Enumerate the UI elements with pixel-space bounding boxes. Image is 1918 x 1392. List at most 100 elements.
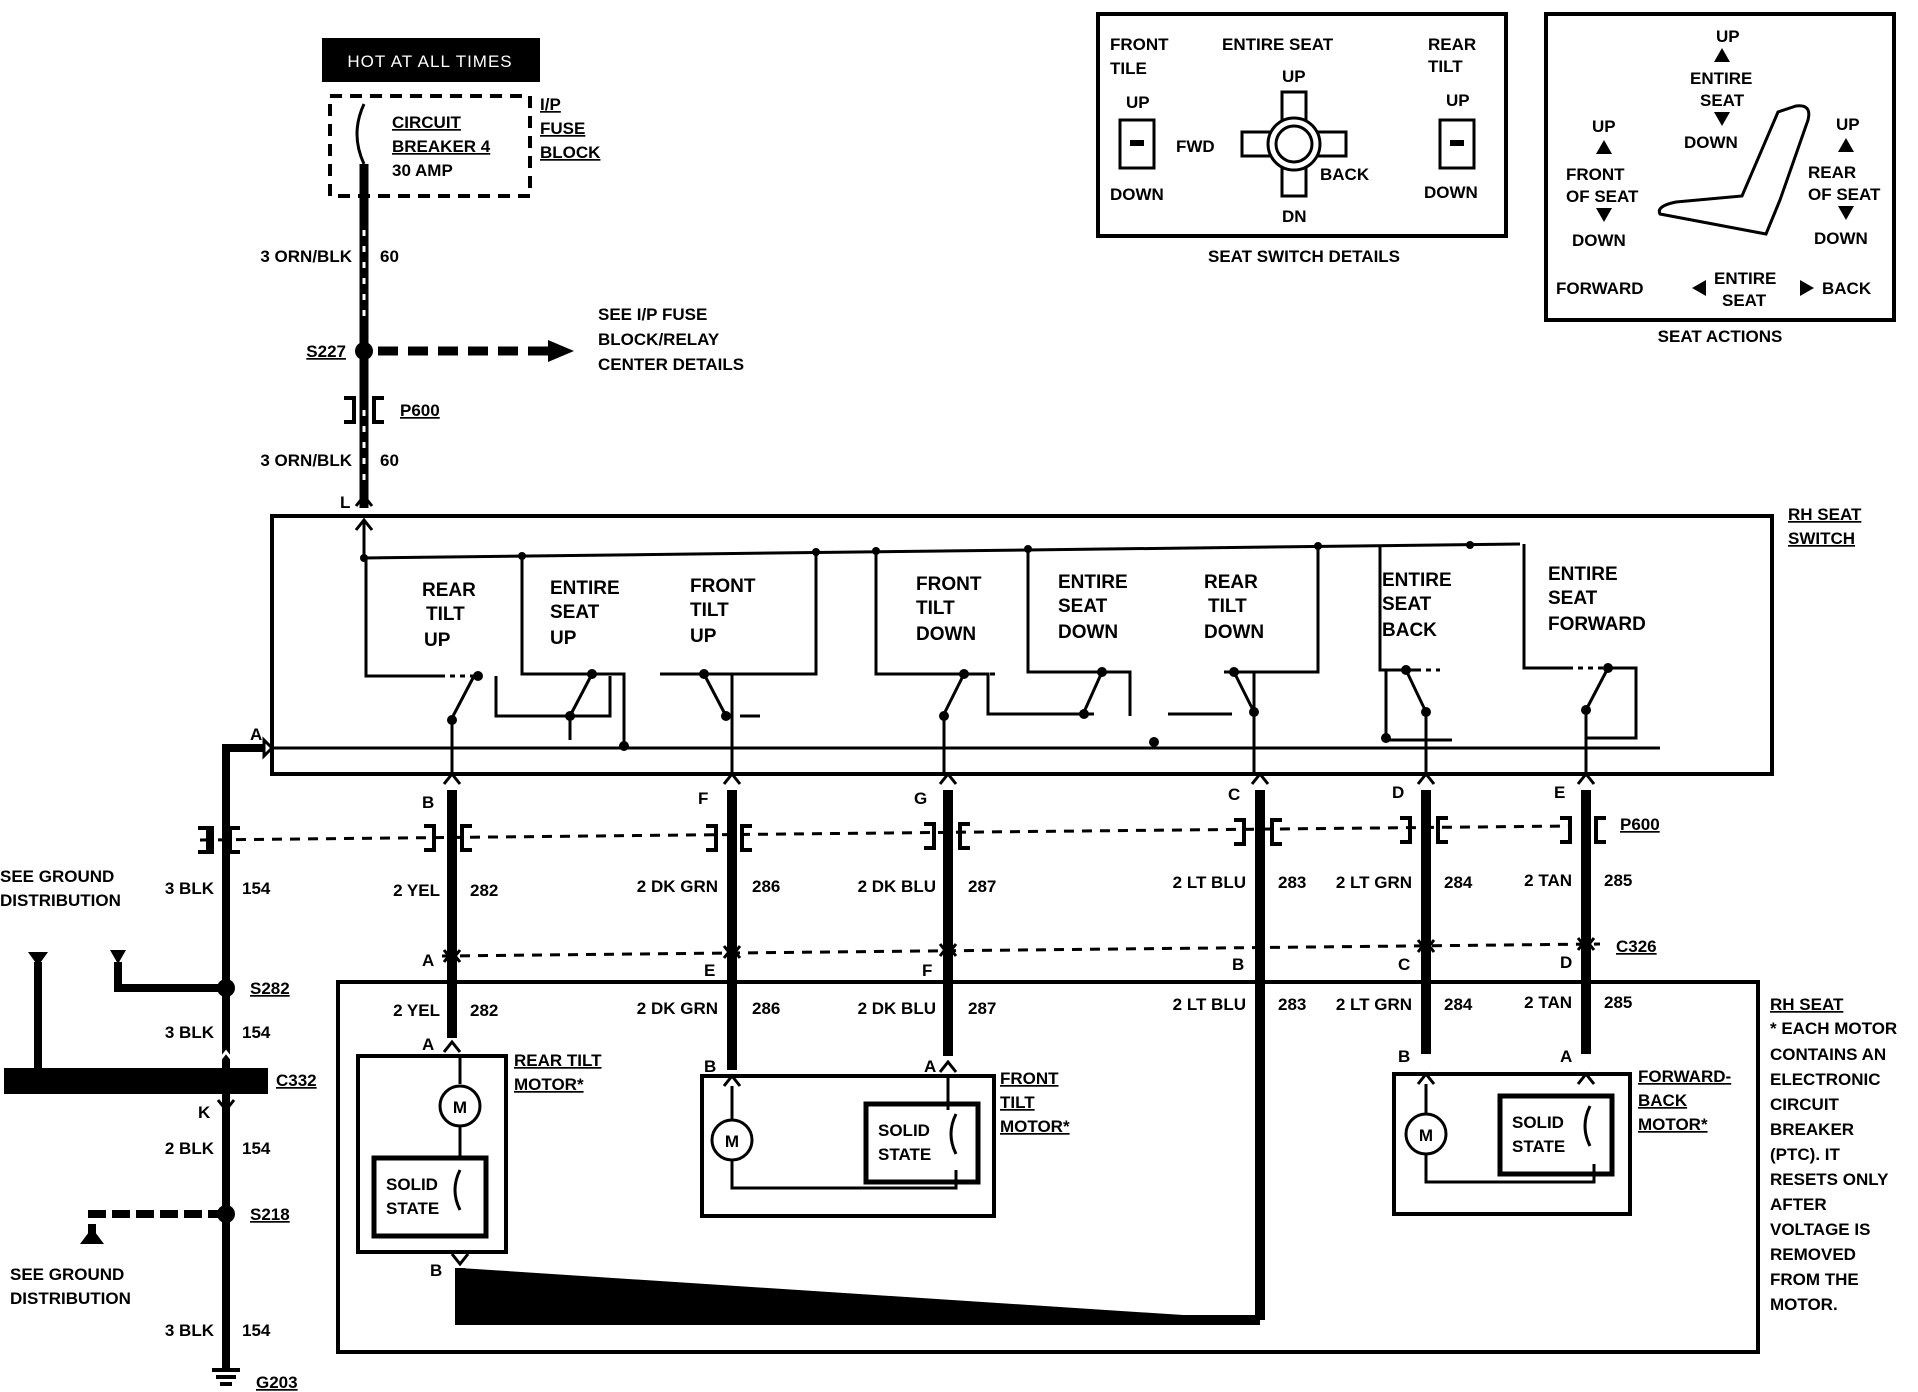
- seat-actions: UP ENTIRE SEAT DOWN UP FRONT OF SEAT DOW…: [1544, 12, 1896, 346]
- svg-text:REAR: REAR: [1428, 35, 1476, 54]
- entire-seat-switch-icon: [1240, 90, 1348, 198]
- wire-283-circ: 283: [1278, 873, 1306, 892]
- ground-arrow-icon: [110, 950, 126, 964]
- rear-tilt-motor: A M SOLID STATE B: [356, 1035, 508, 1280]
- fwd-back-label-2: BACK: [1638, 1091, 1688, 1110]
- pin-l-label: L: [340, 493, 350, 512]
- wire-285-circ: 285: [1604, 871, 1632, 890]
- svg-text:SEAT SWITCH DETAILS: SEAT SWITCH DETAILS: [1208, 247, 1400, 266]
- svg-text:M: M: [725, 1132, 739, 1151]
- pin-a-c326: A: [422, 951, 434, 970]
- svg-text:A: A: [1560, 1047, 1572, 1066]
- front-tilt-switch-icon: [1118, 118, 1156, 170]
- see-relay-3: CENTER DETAILS: [598, 355, 744, 374]
- svg-text:3 BLK: 3 BLK: [165, 879, 215, 898]
- seat-icon: [1657, 104, 1811, 236]
- svg-text:S218: S218: [250, 1205, 290, 1224]
- switch-title-1: RH SEAT: [1788, 505, 1862, 524]
- svg-text:TILE: TILE: [1110, 59, 1147, 78]
- switch-internal-wiring: [272, 666, 1660, 776]
- ground-circuit: A SEE GROUND DISTRIBUTION 3 BLK 154 S282…: [0, 725, 317, 1392]
- svg-text:B: B: [704, 1057, 716, 1076]
- hot-at-all-times-banner: HOT AT ALL TIMES: [322, 38, 540, 82]
- pin-d-c326: D: [1560, 953, 1572, 972]
- pin-d-top: D: [1392, 783, 1404, 802]
- arrow-left-icon: [1692, 280, 1706, 296]
- wire-283-gauge-2: 2 LT BLU: [1173, 995, 1246, 1014]
- svg-text:FROM THE: FROM THE: [1770, 1270, 1859, 1289]
- svg-text:154: 154: [242, 1321, 271, 1340]
- svg-text:UP: UP: [1836, 115, 1860, 134]
- svg-text:REAR: REAR: [1808, 163, 1856, 182]
- svg-text:ENTIRE: ENTIRE: [1714, 269, 1776, 288]
- svg-text:M: M: [453, 1098, 467, 1117]
- svg-text:SEAT: SEAT: [1722, 291, 1767, 310]
- wire-286-gauge: 2 DK GRN: [637, 877, 718, 896]
- svg-text:154: 154: [242, 1023, 271, 1042]
- svg-text:ENTIRE: ENTIRE: [1690, 69, 1752, 88]
- wire-284-circ-2: 284: [1444, 995, 1473, 1014]
- section-label-8c: FORWARD: [1548, 614, 1646, 635]
- p600-connector-row: [199, 824, 1571, 842]
- svg-text:SOLID: SOLID: [1512, 1113, 1564, 1132]
- svg-text:CONTAINS AN: CONTAINS AN: [1770, 1045, 1886, 1064]
- front-tilt-label-2: TILT: [1000, 1093, 1035, 1112]
- svg-text:SEAT: SEAT: [1700, 91, 1745, 110]
- arrow-down-icon: [1838, 206, 1854, 220]
- svg-text:BACK: BACK: [1320, 165, 1370, 184]
- breaker-label-3: 30 AMP: [392, 161, 453, 180]
- fwd-back-label-3: MOTOR*: [1638, 1115, 1708, 1134]
- rh-seat-switch-box: [270, 514, 1774, 776]
- svg-text:SOLID: SOLID: [878, 1121, 930, 1140]
- section-label-3c: UP: [690, 626, 717, 647]
- svg-text:FRONT: FRONT: [1110, 35, 1169, 54]
- front-tilt-label-3: MOTOR*: [1000, 1117, 1070, 1136]
- splice-s227-label: S227: [306, 342, 346, 361]
- svg-text:UP: UP: [1446, 91, 1470, 110]
- section-label-7c: BACK: [1382, 620, 1437, 641]
- arrow-down-icon: [1596, 208, 1612, 222]
- see-ground-1b: DISTRIBUTION: [0, 891, 121, 910]
- p600-top-label: P600: [400, 401, 440, 420]
- wire-285-gauge: 2 TAN: [1524, 871, 1572, 890]
- wiring-junction-dots: [619, 733, 1391, 751]
- wire-282-circ: 282: [470, 881, 498, 900]
- svg-text:DOWN: DOWN: [1814, 229, 1868, 248]
- wire-282-circ-2: 282: [470, 1001, 498, 1020]
- arrow-up-icon: [1714, 48, 1730, 62]
- section-label-5a: ENTIRE: [1058, 572, 1128, 593]
- svg-text:M: M: [1419, 1126, 1433, 1145]
- svg-text:B: B: [1398, 1047, 1410, 1066]
- breaker-label-1: CIRCUIT: [392, 113, 462, 132]
- see-ground-1a: SEE GROUND: [0, 867, 114, 886]
- splice-s227: [355, 342, 373, 360]
- wire-286-circ-2: 286: [752, 999, 780, 1018]
- c326-label: C326: [1616, 937, 1657, 956]
- section-label-5b: SEAT: [1058, 596, 1108, 617]
- svg-text:DOWN: DOWN: [1424, 183, 1478, 202]
- svg-text:OF SEAT: OF SEAT: [1808, 185, 1881, 204]
- svg-text:STATE: STATE: [1512, 1137, 1565, 1156]
- section-label-6c: DOWN: [1204, 622, 1264, 643]
- section-label-4b: TILT: [916, 598, 955, 619]
- rh-seat-note-title: RH SEAT: [1770, 995, 1844, 1014]
- section-label-2b: SEAT: [550, 602, 600, 623]
- wire-283-circ-2: 283: [1278, 995, 1306, 1014]
- section-label-1b: TILT: [426, 604, 465, 625]
- wire-282-gauge: 2 YEL: [393, 881, 440, 900]
- section-label-5c: DOWN: [1058, 622, 1118, 643]
- svg-text:A: A: [422, 1035, 434, 1054]
- svg-text:K: K: [198, 1103, 211, 1122]
- svg-text:A: A: [924, 1057, 936, 1076]
- svg-text:SOLID: SOLID: [386, 1175, 438, 1194]
- svg-text:ENTIRE SEAT: ENTIRE SEAT: [1222, 35, 1334, 54]
- pin-f-top: F: [698, 789, 708, 808]
- seat-switch-details: FRONT TILE ENTIRE SEAT REAR TILT UP DOWN…: [1096, 12, 1508, 266]
- arrow-right-icon: [548, 340, 574, 362]
- pin-e-top: E: [1554, 783, 1565, 802]
- rear-tilt-label-2: MOTOR*: [514, 1075, 584, 1094]
- wire-282-gauge-2: 2 YEL: [393, 1001, 440, 1020]
- fuse-block-label-3: BLOCK: [540, 143, 601, 162]
- svg-text:DOWN: DOWN: [1110, 185, 1164, 204]
- svg-text:AFTER: AFTER: [1770, 1195, 1827, 1214]
